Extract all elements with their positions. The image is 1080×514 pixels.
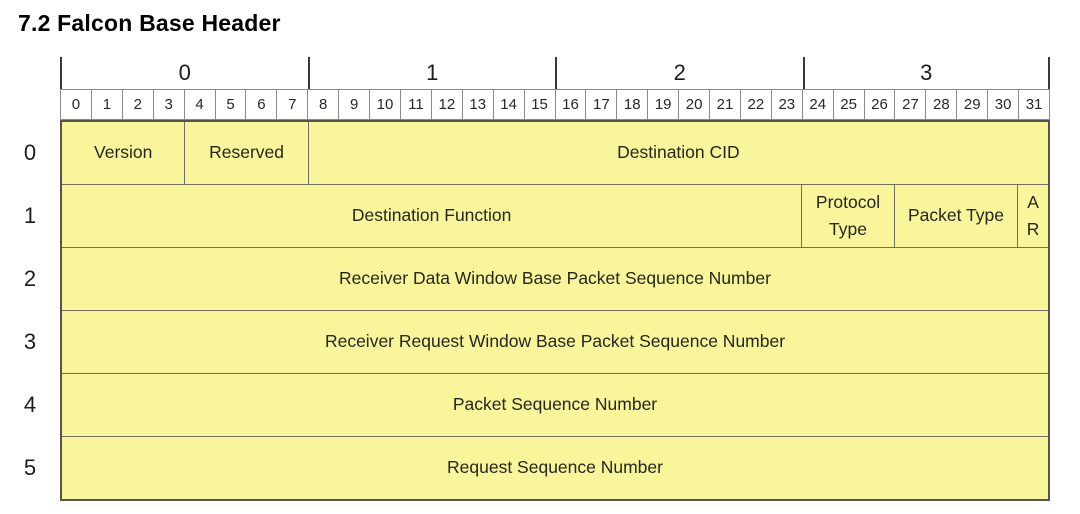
- field-destination-function: Destination Function: [62, 185, 802, 247]
- bit-number: 13: [462, 90, 493, 119]
- bit-number: 27: [895, 90, 926, 119]
- word-index-3: 3: [23, 329, 37, 354]
- field-version: Version: [62, 122, 185, 184]
- bit-number: 14: [493, 90, 524, 119]
- bit-number: 22: [740, 90, 771, 119]
- byte-label-0: 0: [60, 57, 308, 89]
- field-ar-flag: A R: [1018, 185, 1048, 247]
- bit-number: 26: [864, 90, 895, 119]
- field-destination-cid: Destination CID: [308, 122, 1048, 184]
- field-reserved: Reserved: [185, 122, 308, 184]
- bit-number: 28: [926, 90, 957, 119]
- bit-number: 5: [215, 90, 246, 119]
- bit-number-strip: 0 1 2 3 4 5 6 7 8 9 10 11 12 13 14 15 16…: [60, 89, 1050, 120]
- bit-number: 23: [771, 90, 802, 119]
- bit-number: 10: [370, 90, 400, 119]
- bit-number: 17: [586, 90, 617, 119]
- bit-number: 30: [988, 90, 1019, 119]
- section-title: 7.2 Falcon Base Header: [18, 10, 281, 36]
- bit-number: 12: [431, 90, 462, 119]
- word-row-2: Receiver Data Window Base Packet Sequenc…: [62, 248, 1048, 310]
- bit-number: 15: [524, 90, 555, 119]
- bit-number: 0: [61, 90, 91, 119]
- word-index-5: 5: [23, 455, 37, 480]
- word-index-column: 0 1 2 3 4 5: [0, 57, 60, 501]
- word-row-1: Destination Function Protocol Type Packe…: [62, 185, 1048, 247]
- byte-label-1: 1: [307, 57, 556, 89]
- bit-number: 29: [957, 90, 988, 119]
- bit-number: 7: [277, 90, 308, 119]
- bit-number: 3: [153, 90, 184, 119]
- bit-number: 11: [400, 90, 431, 119]
- bit-number: 24: [802, 90, 833, 119]
- word-index-0: 0: [23, 140, 37, 165]
- bit-number: 6: [246, 90, 277, 119]
- field-packet-sequence-number: Packet Sequence Number: [62, 374, 1048, 436]
- bit-number: 8: [308, 90, 339, 119]
- bit-number: 16: [555, 90, 586, 119]
- bit-number: 20: [679, 90, 710, 119]
- word-index-4: 4: [23, 392, 37, 417]
- bit-number: 9: [339, 90, 370, 119]
- field-receiver-request-window-base-psn: Receiver Request Window Base Packet Sequ…: [62, 311, 1048, 373]
- bit-number: 2: [122, 90, 153, 119]
- field-protocol-type: Protocol Type: [802, 185, 894, 247]
- byte-label-2: 2: [555, 57, 803, 89]
- word-index-2: 2: [23, 266, 37, 291]
- bit-number: 19: [648, 90, 679, 119]
- bit-number: 18: [617, 90, 648, 119]
- bit-number: 1: [91, 90, 122, 119]
- header-table: 0 1 2 3 0 1 2 3 4 5 6 7 8 9 10 11 12 13 …: [60, 57, 1050, 501]
- bit-number: 31: [1019, 90, 1049, 119]
- field-receiver-data-window-base-psn: Receiver Data Window Base Packet Sequenc…: [62, 248, 1048, 310]
- field-request-sequence-number: Request Sequence Number: [62, 437, 1048, 499]
- word-row-3: Receiver Request Window Base Packet Sequ…: [62, 311, 1048, 373]
- word-row-4: Packet Sequence Number: [62, 374, 1048, 436]
- bit-number: 21: [710, 90, 740, 119]
- byte-ruler: 0 1 2 3: [60, 57, 1050, 89]
- bit-number: 25: [833, 90, 864, 119]
- field-packet-type: Packet Type: [894, 185, 1018, 247]
- bit-number: 4: [184, 90, 215, 119]
- word-row-0: Version Reserved Destination CID: [62, 122, 1048, 184]
- word-row-5: Request Sequence Number: [62, 437, 1048, 499]
- field-grid: Version Reserved Destination CID Destina…: [60, 120, 1050, 501]
- packet-header-diagram: 0 1 2 3 4 5 0 1 2 3 0 1 2 3 4 5 6 7: [0, 57, 1050, 501]
- byte-label-3: 3: [802, 57, 1050, 89]
- word-index-1: 1: [23, 203, 37, 228]
